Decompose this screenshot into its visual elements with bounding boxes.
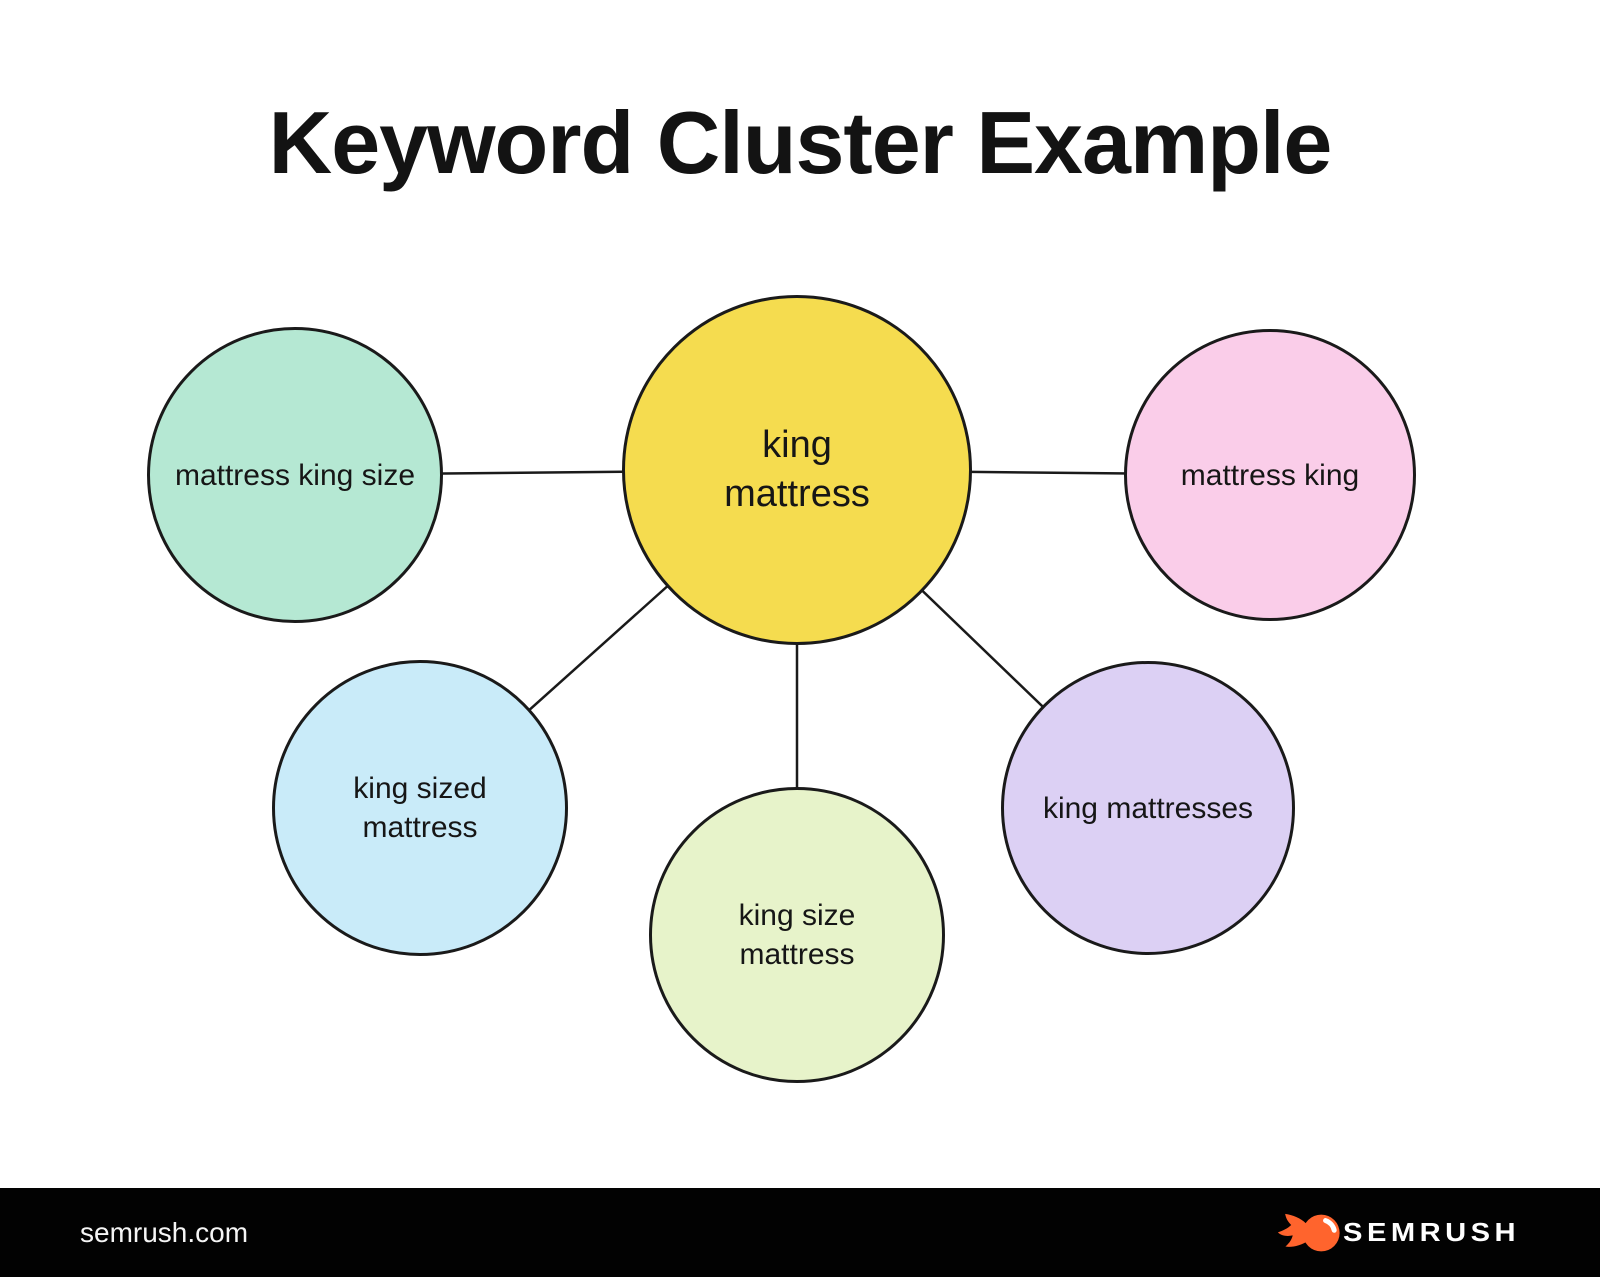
node-king-sized-mattress-label: king sized mattress <box>353 772 487 844</box>
node-king-mattresses-label: king mattresses <box>1042 791 1254 825</box>
node-king-mattress: king mattress <box>622 295 972 645</box>
node-king-sized-mattress: king sized mattress <box>272 660 568 956</box>
node-mattress-king-size: mattress king size <box>147 327 443 623</box>
semrush-wordmark: SEMRUSH <box>1343 1217 1520 1247</box>
page-title: Keyword Cluster Example <box>268 93 1333 192</box>
node-king-size-mattress-label: king size mattress <box>738 899 856 971</box>
node-mattress-king-size-label: mattress king size <box>174 458 416 492</box>
footer-site-url: semrush.com <box>80 1216 249 1248</box>
node-mattress-king: mattress king <box>1124 329 1416 621</box>
semrush-flame-icon <box>1277 1213 1340 1251</box>
semrush-logo: SEMRUSH <box>1276 1207 1520 1259</box>
node-king-size-mattress: king size mattress <box>649 787 945 1083</box>
node-king-mattress-label: king mattress <box>724 424 870 515</box>
footer-bar: semrush.com SEMRUSH <box>0 1188 1600 1277</box>
node-mattress-king-label: mattress king <box>1180 458 1360 492</box>
node-king-mattresses: king mattresses <box>1001 661 1295 955</box>
